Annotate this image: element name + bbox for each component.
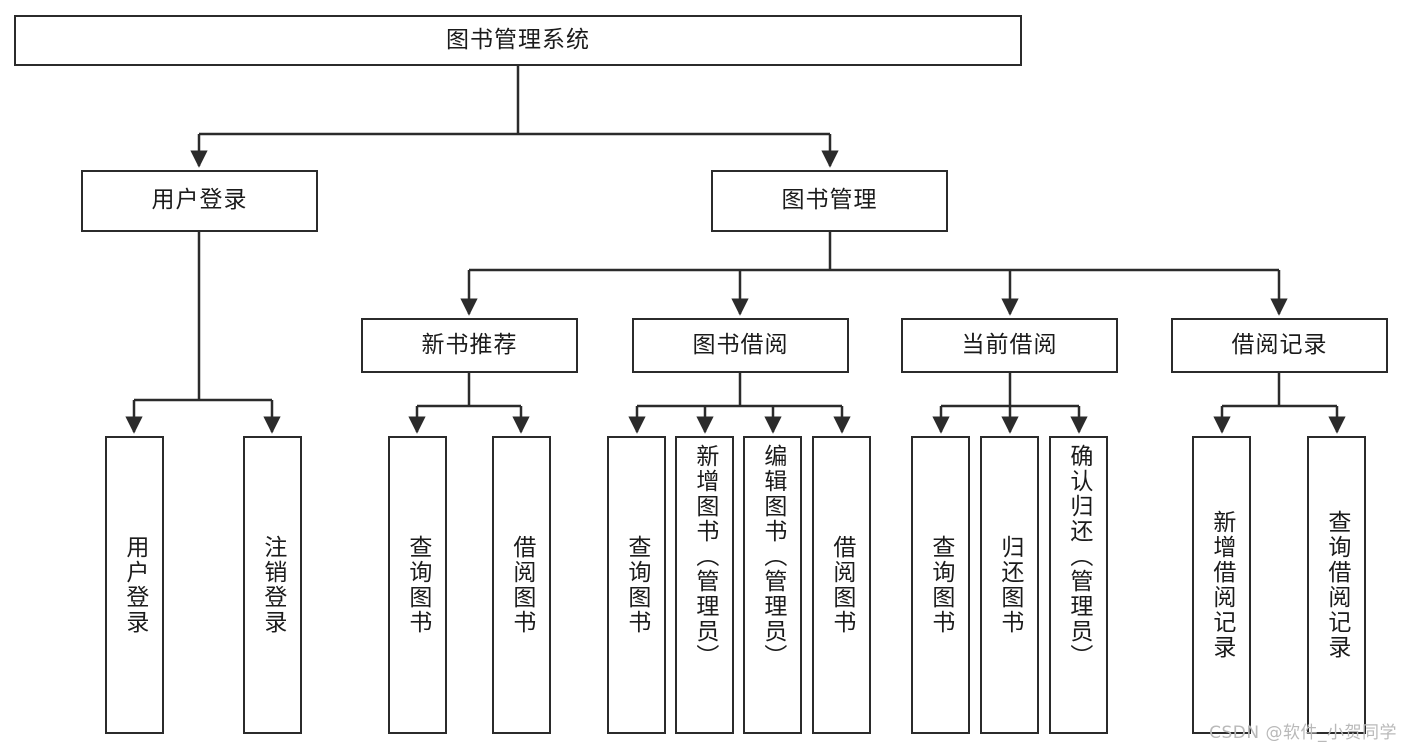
leaf-query-book-recommend-label: 查询图书 (404, 535, 431, 635)
leaf-borrow-book-borrow-label: 借阅图书 (828, 535, 855, 635)
node-book-management[interactable]: 图书管理 (711, 170, 948, 232)
node-current-borrow-label: 当前借阅 (961, 331, 1058, 358)
node-current-borrow[interactable]: 当前借阅 (901, 318, 1118, 373)
leaf-add-borrow-record-label: 新增借阅记录 (1208, 510, 1235, 660)
leaf-confirm-return-admin[interactable]: 确认归还（管理员） (1049, 436, 1108, 734)
leaf-query-book-current[interactable]: 查询图书 (911, 436, 970, 734)
node-new-book-recommend-label: 新书推荐 (421, 331, 518, 358)
node-new-book-recommend[interactable]: 新书推荐 (361, 318, 578, 373)
leaf-add-book-admin[interactable]: 新增图书（管理员） (675, 436, 734, 734)
leaf-borrow-book-recommend-label: 借阅图书 (508, 535, 535, 635)
leaf-user-login[interactable]: 用户登录 (105, 436, 164, 734)
leaf-edit-book-admin-label: 编辑图书（管理员） (759, 444, 786, 669)
node-user-login-label: 用户登录 (151, 187, 248, 214)
leaf-query-book-borrow-label: 查询图书 (623, 535, 650, 635)
leaf-borrow-book-recommend[interactable]: 借阅图书 (492, 436, 551, 734)
leaf-confirm-return-admin-label: 确认归还（管理员） (1065, 444, 1092, 669)
node-book-borrow-label: 图书借阅 (692, 331, 789, 358)
leaf-query-book-recommend[interactable]: 查询图书 (388, 436, 447, 734)
leaf-query-book-current-label: 查询图书 (927, 535, 954, 635)
leaf-return-book-label: 归还图书 (996, 535, 1023, 635)
leaf-borrow-book-borrow[interactable]: 借阅图书 (812, 436, 871, 734)
leaf-logout-label: 注销登录 (259, 535, 286, 635)
node-user-login[interactable]: 用户登录 (81, 170, 318, 232)
leaf-query-borrow-record-label: 查询借阅记录 (1323, 510, 1350, 660)
node-root[interactable]: 图书管理系统 (14, 15, 1022, 66)
leaf-add-book-admin-label: 新增图书（管理员） (691, 444, 718, 669)
node-borrow-record[interactable]: 借阅记录 (1171, 318, 1388, 373)
leaf-add-borrow-record[interactable]: 新增借阅记录 (1192, 436, 1251, 734)
leaf-query-borrow-record[interactable]: 查询借阅记录 (1307, 436, 1366, 734)
leaf-user-login-label: 用户登录 (121, 535, 148, 635)
leaf-return-book[interactable]: 归还图书 (980, 436, 1039, 734)
watermark: CSDN @软件_小贺同学 (1209, 723, 1397, 743)
leaf-query-book-borrow[interactable]: 查询图书 (607, 436, 666, 734)
leaf-logout[interactable]: 注销登录 (243, 436, 302, 734)
node-borrow-record-label: 借阅记录 (1231, 331, 1328, 358)
node-book-management-label: 图书管理 (781, 187, 878, 214)
node-root-label: 图书管理系统 (446, 26, 590, 53)
node-book-borrow[interactable]: 图书借阅 (632, 318, 849, 373)
leaf-edit-book-admin[interactable]: 编辑图书（管理员） (743, 436, 802, 734)
